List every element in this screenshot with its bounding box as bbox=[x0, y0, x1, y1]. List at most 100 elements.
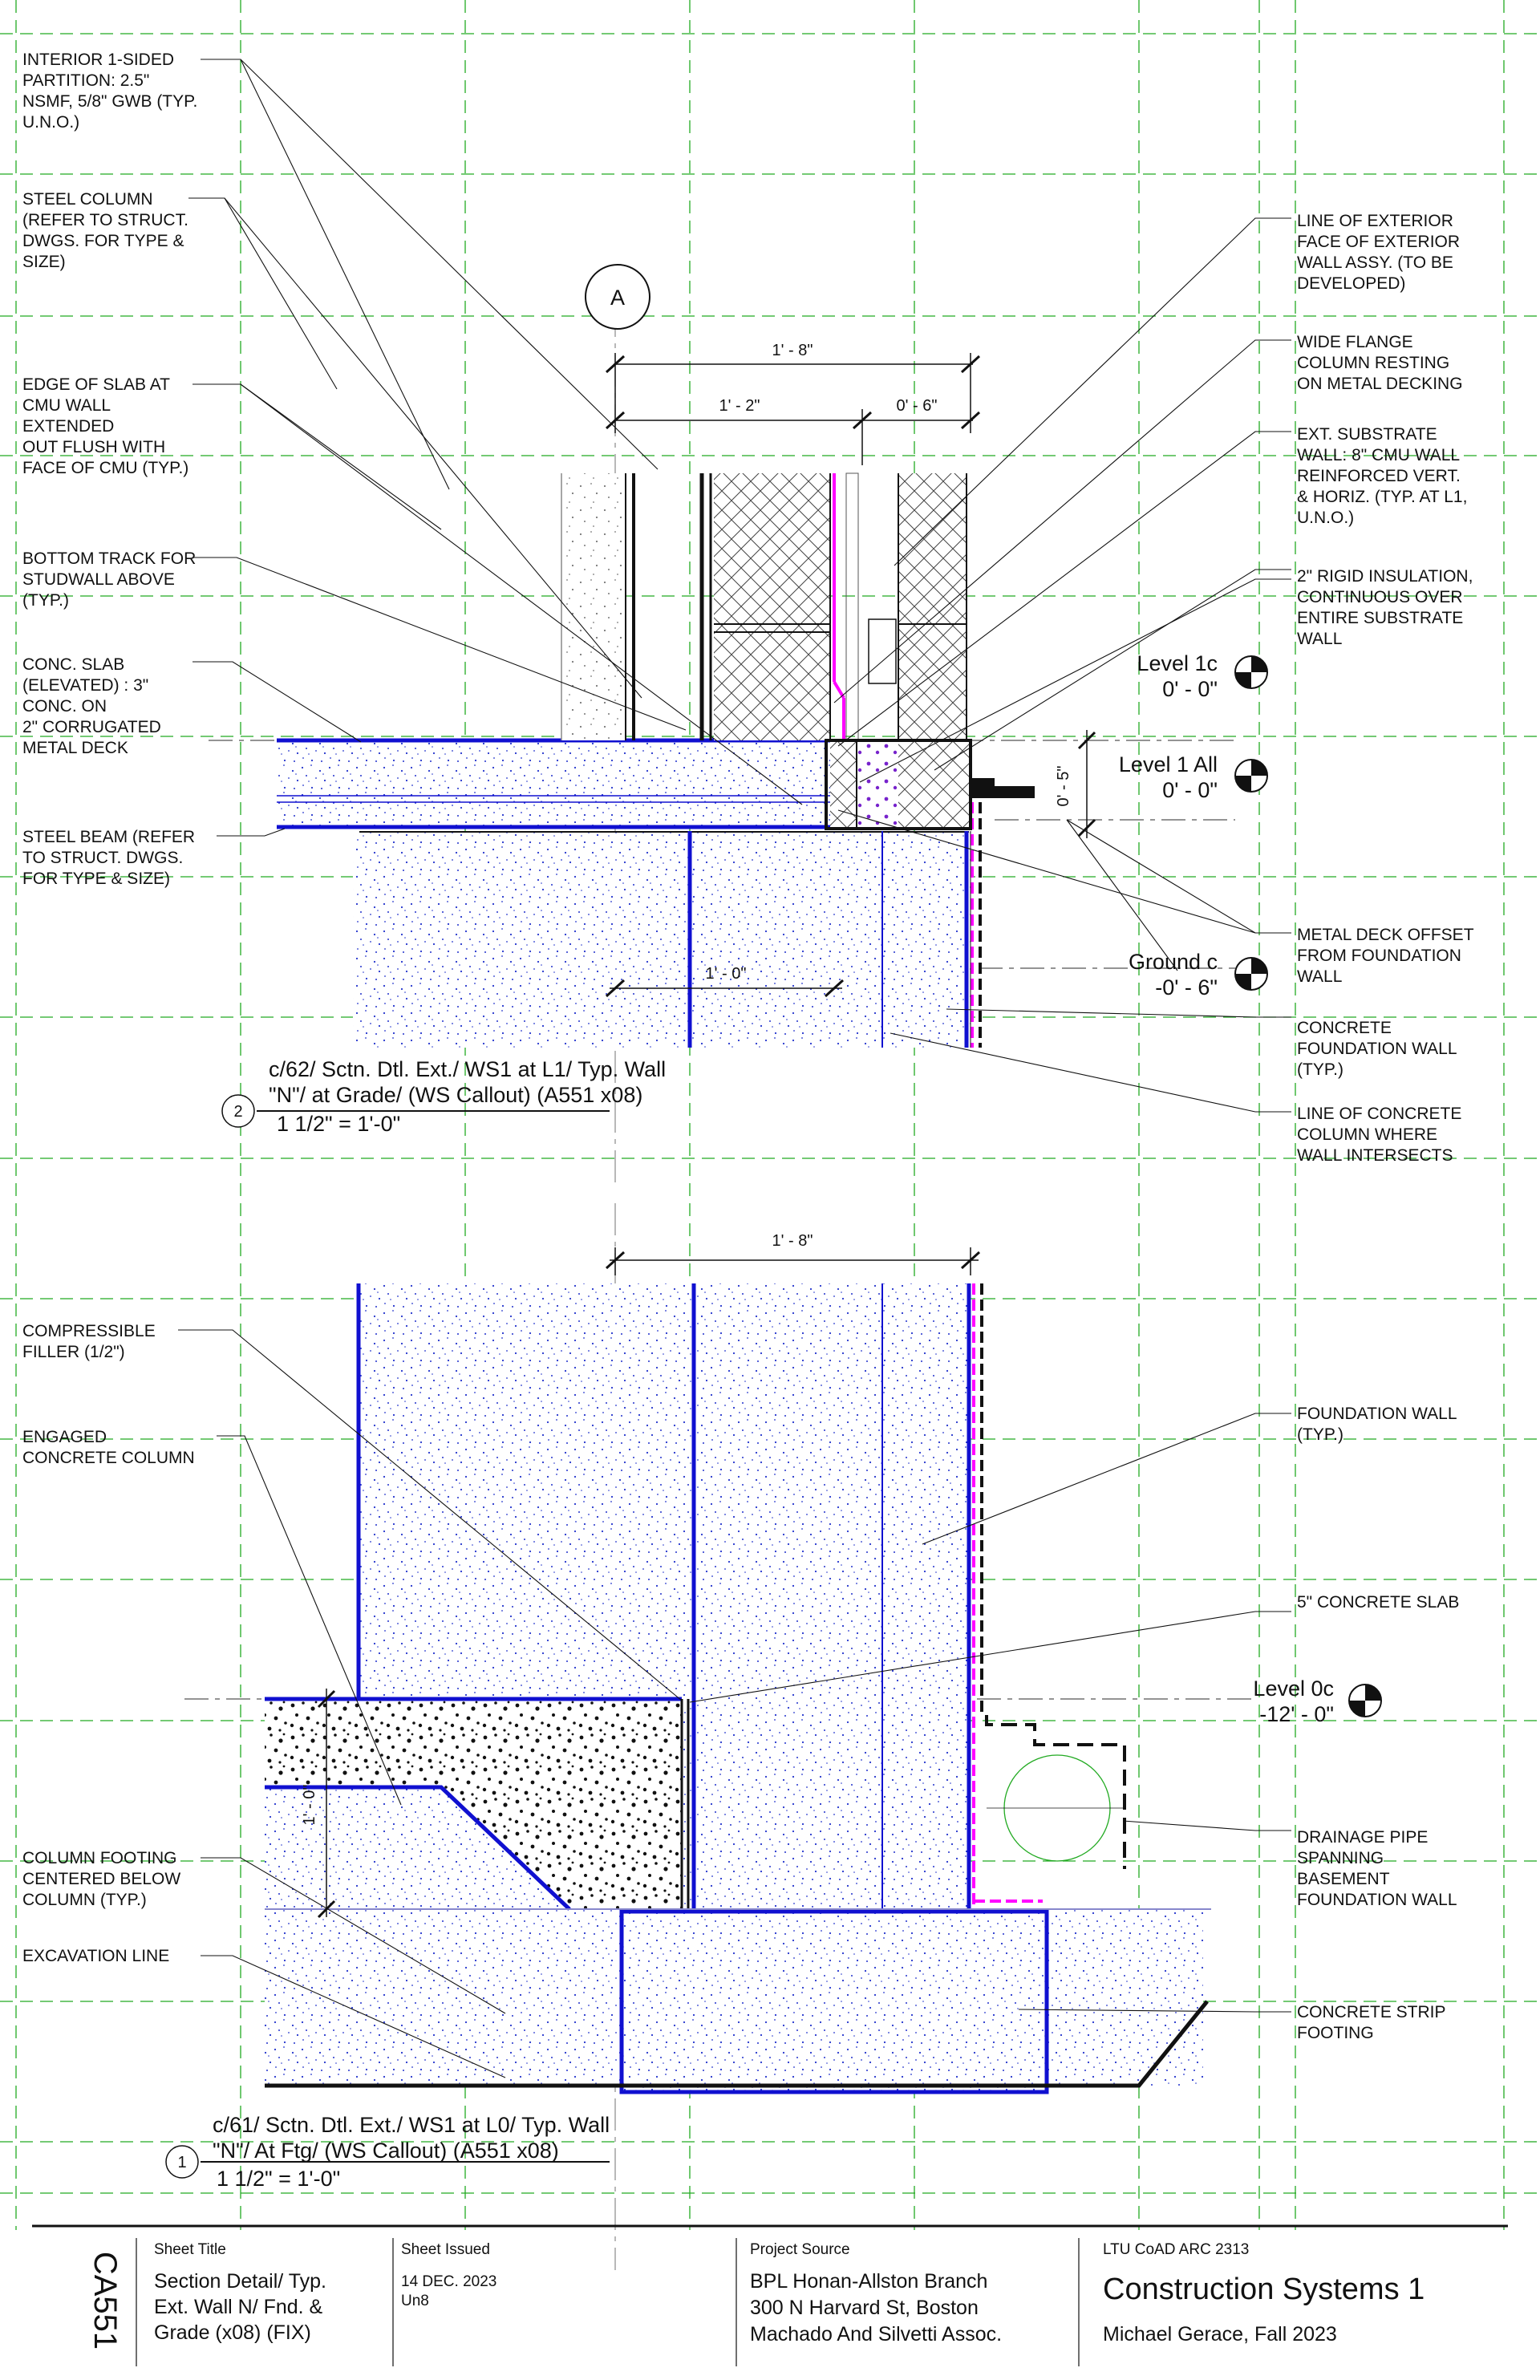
note-line: COLUMN WHERE bbox=[1297, 1125, 1437, 1144]
project-source-line: BPL Honan-Allston Branch bbox=[750, 2270, 987, 2293]
note-line: REINFORCED VERT. bbox=[1297, 467, 1461, 485]
grid-bubble-label: A bbox=[610, 286, 625, 310]
note-line: (REFER TO STRUCT. bbox=[22, 211, 188, 229]
level-name: Level 1 All bbox=[1119, 752, 1218, 776]
note-line: FOOTING bbox=[1297, 2024, 1374, 2042]
note-line: STEEL BEAM (REFER bbox=[22, 828, 195, 846]
note-line: (TYP.) bbox=[22, 591, 69, 610]
note-line: OUT FLUSH WITH bbox=[22, 438, 165, 456]
concrete-strip-footing bbox=[622, 1912, 1047, 2092]
note-line: WALL: 8" CMU WALL bbox=[1297, 446, 1460, 464]
level-elev: 0' - 0" bbox=[1162, 677, 1218, 701]
note-line: DWGS. FOR TYPE & bbox=[22, 232, 184, 250]
level-name: Level 0c bbox=[1253, 1677, 1334, 1701]
caption-scale: 1 1/2" = 1'-0" bbox=[217, 2167, 340, 2191]
sheet-title-line: Section Detail/ Typ. bbox=[154, 2270, 326, 2293]
note-line: WALL bbox=[1297, 630, 1342, 648]
level-name: Ground c bbox=[1129, 950, 1218, 974]
note-line: CONTINUOUS OVER bbox=[1297, 588, 1463, 606]
note-line: & HORIZ. (TYP. AT L1, bbox=[1297, 488, 1467, 506]
note-line: COLUMN FOOTING bbox=[22, 1849, 177, 1867]
note-line: ON METAL DECKING bbox=[1297, 375, 1463, 393]
note-line: WALL INTERSECTS bbox=[1297, 1146, 1453, 1165]
note-line: FOUNDATION WALL bbox=[1297, 1040, 1457, 1058]
note-line: 5" CONCRETE SLAB bbox=[1297, 1593, 1459, 1612]
dim-vertical-1: 1' - 0" bbox=[301, 1785, 318, 1826]
note-line: CMU WALL bbox=[22, 396, 111, 415]
sheet-title-line: Grade (x08) (FIX) bbox=[154, 2321, 311, 2344]
sheet-title-line: Ext. Wall N/ Fnd. & bbox=[154, 2296, 323, 2318]
note-line: CONC. ON bbox=[22, 697, 107, 716]
note-line: DEVELOPED) bbox=[1297, 274, 1405, 293]
note-line: (ELEVATED) : 3" bbox=[22, 676, 148, 695]
note-line: BASEMENT bbox=[1297, 1870, 1390, 1888]
dim-left-2: 1' - 2" bbox=[719, 397, 760, 415]
note-line: INTERIOR 1-SIDED bbox=[22, 51, 174, 69]
project-source-label: Project Source bbox=[750, 2241, 850, 2258]
notes-left-2: INTERIOR 1-SIDED PARTITION: 2.5" NSMF, 5… bbox=[22, 51, 197, 888]
notes-left-1: COMPRESSIBLE FILLER (1/2") ENGAGED CONCR… bbox=[22, 1322, 195, 1965]
note-line: CONC. SLAB bbox=[22, 655, 124, 674]
sheet-number: CA551 bbox=[87, 2252, 123, 2350]
note-line: EXTENDED bbox=[22, 417, 114, 436]
note-line: WIDE FLANGE bbox=[1297, 333, 1413, 351]
note-line: SPANNING bbox=[1297, 1849, 1384, 1867]
level-labels-2: Level 1c 0' - 0" Level 1 All 0' - 0" Gro… bbox=[1119, 651, 1218, 999]
note-line: U.N.O.) bbox=[22, 113, 79, 132]
note-line: FOUNDATION WALL bbox=[1297, 1405, 1457, 1423]
note-line: 2" RIGID INSULATION, bbox=[1297, 567, 1473, 586]
note-line: METAL DECK OFFSET bbox=[1297, 926, 1474, 944]
note-line: COMPRESSIBLE bbox=[22, 1322, 156, 1340]
title-block-frame bbox=[32, 2224, 1508, 2366]
note-line: EXT. SUBSTRATE bbox=[1297, 425, 1437, 444]
leaders-detail-2 bbox=[188, 59, 1291, 1113]
note-line: SIZE) bbox=[22, 253, 66, 271]
notes-right-1: FOUNDATION WALL (TYP.) 5" CONCRETE SLAB … bbox=[1297, 1405, 1459, 2042]
note-line: LINE OF EXTERIOR bbox=[1297, 212, 1453, 230]
note-line: PARTITION: 2.5" bbox=[22, 71, 149, 90]
course-label: LTU CoAD ARC 2313 bbox=[1103, 2241, 1249, 2258]
note-line: ENGAGED bbox=[22, 1428, 107, 1446]
dim-total-1: 1' - 8" bbox=[772, 1232, 813, 1250]
caption-number-2: 2 bbox=[233, 1103, 242, 1121]
note-line: CONCRETE COLUMN bbox=[22, 1449, 195, 1467]
project-source-line: Machado And Silvetti Assoc. bbox=[750, 2323, 1002, 2346]
note-line: (TYP.) bbox=[1297, 1425, 1343, 1444]
title-block: CA551 Sheet Title Section Detail/ Typ. E… bbox=[87, 2241, 1424, 2350]
concrete-foundation-wall bbox=[353, 831, 971, 1048]
note-line: NSMF, 5/8" GWB (TYP. bbox=[22, 92, 197, 111]
note-line: WALL ASSY. (TO BE bbox=[1297, 253, 1453, 272]
note-line: TO STRUCT. DWGS. bbox=[22, 849, 183, 867]
note-line: FACE OF EXTERIOR bbox=[1297, 233, 1460, 251]
note-line: ENTIRE SUBSTRATE bbox=[1297, 609, 1463, 627]
leaders-detail-1 bbox=[178, 1329, 1291, 2078]
note-line: U.N.O.) bbox=[1297, 509, 1354, 527]
interior-partition bbox=[561, 473, 626, 740]
note-line: BOTTOM TRACK FOR bbox=[22, 549, 196, 568]
note-line: CONCRETE STRIP bbox=[1297, 2003, 1446, 2021]
level-elev: -0' - 6" bbox=[1155, 975, 1218, 999]
level-elev: 0' - 0" bbox=[1162, 778, 1218, 802]
caption-scale: 1 1/2" = 1'-0" bbox=[277, 1112, 400, 1136]
dim-lower-2: 1' - 0" bbox=[706, 965, 747, 983]
author: Michael Gerace, Fall 2023 bbox=[1103, 2323, 1337, 2346]
note-line: FACE OF CMU (TYP.) bbox=[22, 459, 188, 477]
dim-total-2: 1' - 8" bbox=[772, 342, 813, 359]
level-name: Level 1c bbox=[1137, 651, 1218, 675]
note-line: EDGE OF SLAB AT bbox=[22, 375, 170, 394]
sheet-issued-rev: Un8 bbox=[401, 2293, 429, 2309]
note-line: FOUNDATION WALL bbox=[1297, 1891, 1457, 1909]
caption-line: "N"/ At Ftg/ (WS Callout) (A551 x08) bbox=[213, 2139, 559, 2163]
grid-bubble-a bbox=[585, 264, 650, 330]
excavation-line bbox=[265, 2000, 1209, 2088]
level-marker-0c bbox=[1348, 1684, 1382, 1717]
note-line: STUDWALL ABOVE bbox=[22, 570, 175, 589]
course-title: Construction Systems 1 bbox=[1103, 2273, 1424, 2306]
note-line: EXCAVATION LINE bbox=[22, 1947, 169, 1965]
note-line: FOR TYPE & SIZE) bbox=[22, 870, 170, 888]
note-line: METAL DECK bbox=[22, 739, 128, 757]
sheet-issued-label: Sheet Issued bbox=[401, 2241, 490, 2258]
caption-line: c/62/ Sctn. Dtl. Ext./ WS1 at L1/ Typ. W… bbox=[269, 1057, 666, 1081]
